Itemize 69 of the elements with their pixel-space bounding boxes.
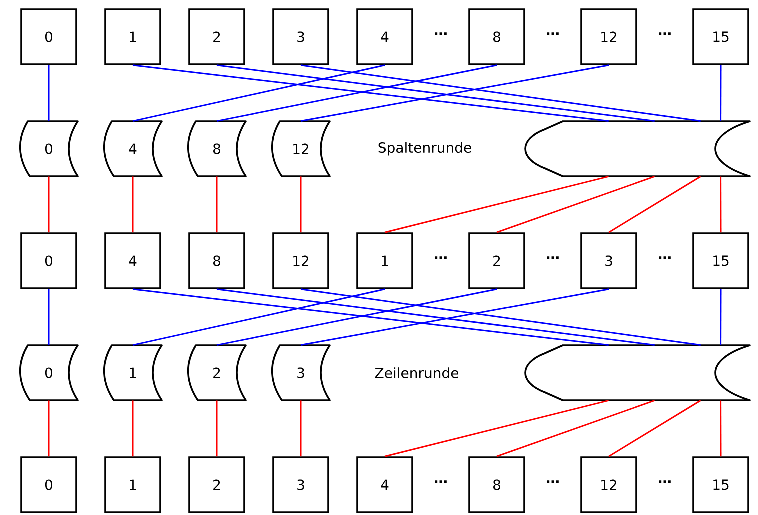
connector-line (48, 400, 50, 457)
connector-line (608, 400, 702, 458)
function-shape (524, 344, 751, 402)
number-box: 3 (580, 232, 638, 290)
connector-line (132, 176, 134, 233)
connector-line (720, 176, 722, 233)
connector-line (720, 65, 722, 122)
number-box: 0 (20, 232, 78, 290)
round-label: Spaltenrunde (378, 142, 472, 156)
number-box: 2 (188, 456, 246, 514)
connector-line (384, 400, 609, 458)
number-box: 1 (356, 232, 414, 290)
number-box: 3 (272, 8, 330, 66)
number-box: 8 (468, 456, 526, 514)
ellipsis: … (435, 480, 447, 484)
connector-line (496, 176, 656, 234)
connector-line (132, 64, 609, 122)
ellipsis: … (547, 480, 559, 484)
function-shape (524, 120, 751, 178)
number-box: 1 (104, 8, 162, 66)
connector-line (384, 176, 609, 234)
number-box: 8 (468, 8, 526, 66)
connector-line (216, 176, 218, 233)
number-box: 8 (188, 232, 246, 290)
number-box: 2 (468, 232, 526, 290)
connector-line (300, 64, 610, 122)
ellipsis: … (659, 32, 671, 36)
number-box: 4 (104, 232, 162, 290)
connector-line (496, 400, 656, 458)
connector-line (216, 288, 655, 346)
connector-line (300, 288, 701, 346)
connector-line (132, 400, 134, 457)
connector-line (132, 64, 386, 122)
connector-line (300, 288, 610, 346)
ellipsis: … (659, 480, 671, 484)
connector-line (48, 289, 50, 346)
connector-line (48, 65, 50, 122)
connector-line (48, 176, 50, 233)
number-box: 15 (692, 456, 750, 514)
number-box: 12 (580, 8, 638, 66)
ellipsis: … (659, 256, 671, 260)
number-box: 3 (272, 456, 330, 514)
connector-line (720, 400, 722, 457)
connector-line (216, 288, 498, 346)
ellipsis: … (435, 32, 447, 36)
number-box: 15 (692, 232, 750, 290)
ellipsis: … (547, 32, 559, 36)
connector-line (300, 400, 302, 457)
connector-line (132, 288, 386, 346)
number-box: 4 (356, 456, 414, 514)
number-box: 1 (104, 456, 162, 514)
connector-line (216, 64, 498, 122)
number-box: 2 (188, 8, 246, 66)
connector-line (300, 176, 302, 233)
connector-line (132, 288, 609, 346)
ellipsis: … (435, 256, 447, 260)
number-box: 4 (356, 8, 414, 66)
connector-line (608, 176, 702, 234)
connector-line (216, 64, 655, 122)
number-box: 12 (580, 456, 638, 514)
connector-line (216, 400, 218, 457)
ellipsis: … (547, 256, 559, 260)
number-box: 12 (272, 232, 330, 290)
round-label: Zeilenrunde (375, 368, 458, 378)
number-box: 15 (692, 8, 750, 66)
number-box: 0 (20, 8, 78, 66)
connector-line (720, 289, 722, 346)
connector-line (300, 64, 701, 122)
number-box: 0 (20, 456, 78, 514)
